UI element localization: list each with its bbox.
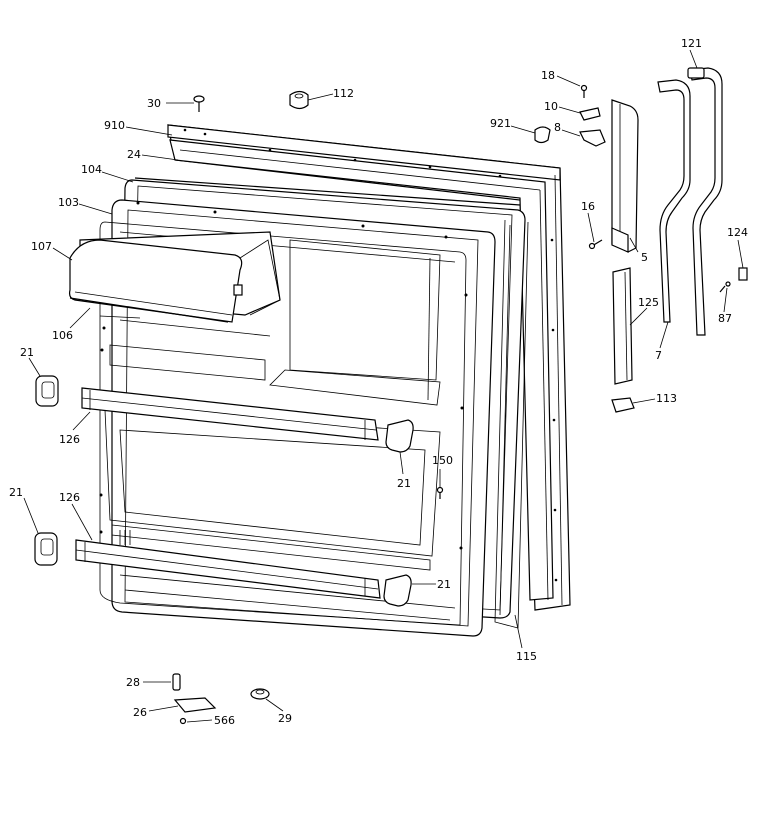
shelf-bracket-left-upper (35, 375, 59, 407)
leader-lines (23, 49, 744, 723)
screw-30 (193, 95, 205, 112)
callout-150: 150 (432, 454, 453, 467)
handle-7 (657, 79, 691, 323)
callout-21-left-upper: 21 (20, 346, 34, 359)
callout-121: 121 (681, 37, 702, 50)
callout-125: 125 (638, 296, 659, 309)
callout-87: 87 (718, 312, 732, 325)
callout-8: 8 (554, 121, 561, 134)
cap-921 (534, 126, 551, 144)
callout-921: 921 (490, 117, 511, 130)
part-10 (579, 107, 601, 121)
callout-18: 18 (541, 69, 555, 82)
callout-labels: 30 112 910 24 104 103 107 106 21 126 21 … (9, 37, 748, 727)
callout-910: 910 (104, 119, 125, 132)
callout-24: 24 (127, 148, 141, 161)
callout-21-right-lower: 21 (437, 578, 451, 591)
callout-28: 28 (126, 676, 140, 689)
callout-21-left-lower: 21 (9, 486, 23, 499)
part-8 (579, 129, 606, 147)
callout-104: 104 (81, 163, 102, 176)
part-124 (738, 267, 748, 281)
screw-18 (580, 84, 588, 98)
plug-112 (289, 90, 309, 110)
callout-16: 16 (581, 200, 595, 213)
callout-107: 107 (31, 240, 52, 253)
callout-106: 106 (52, 329, 73, 342)
callout-21-right-upper: 21 (397, 477, 411, 490)
plate-26 (173, 697, 217, 713)
outer-door-panel (167, 124, 571, 611)
shelf-bracket-left-lower (34, 532, 58, 566)
lower-door-shelf (75, 539, 381, 599)
plug-29 (250, 688, 270, 700)
screw-16 (588, 239, 603, 250)
callout-30: 30 (147, 97, 161, 110)
shelf-bracket-right-upper (385, 419, 414, 453)
callout-103: 103 (58, 196, 79, 209)
dairy-compartment-door (68, 231, 281, 323)
screw-150 (436, 486, 444, 499)
callout-112: 112 (333, 87, 354, 100)
screw-566 (179, 717, 187, 725)
callout-5: 5 (641, 251, 648, 264)
callout-113: 113 (656, 392, 677, 405)
shelf-bracket-right-lower (383, 574, 412, 607)
callout-115: 115 (516, 650, 537, 663)
trim-125 (612, 267, 633, 385)
callout-126-upper: 126 (59, 433, 80, 446)
screw-87 (719, 281, 731, 293)
callout-29: 29 (278, 712, 292, 725)
handle-bracket-5 (611, 99, 639, 253)
callout-566: 566 (214, 714, 235, 727)
part-113 (611, 397, 635, 413)
upper-door-shelf (81, 387, 379, 441)
callout-26: 26 (133, 706, 147, 719)
callout-10: 10 (544, 100, 558, 113)
callout-7: 7 (655, 349, 662, 362)
callout-124: 124 (727, 226, 748, 239)
part-28 (172, 673, 181, 691)
callout-126-lower: 126 (59, 491, 80, 504)
handle-121 (687, 67, 723, 336)
